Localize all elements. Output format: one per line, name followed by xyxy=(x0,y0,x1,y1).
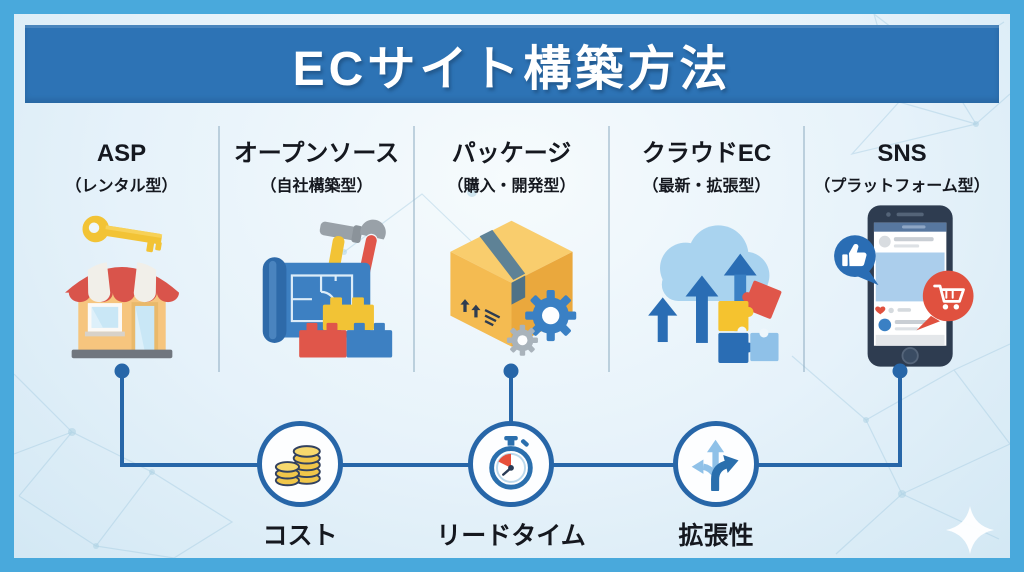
factor-circle xyxy=(673,421,759,507)
method-column-asp: ASP （レンタル型） xyxy=(25,126,220,372)
stopwatch-icon xyxy=(489,435,533,490)
method-column-cloudec: クラウドEC （最新・拡張型） xyxy=(610,126,805,372)
method-name: クラウドEC xyxy=(641,140,772,167)
puzzle-pieces xyxy=(718,280,782,364)
method-name: SNS xyxy=(877,140,927,167)
blueprint-tools-icon xyxy=(220,202,413,370)
store-body xyxy=(71,292,172,358)
method-subtitle: （自社構築型） xyxy=(260,177,373,195)
like-bubble xyxy=(834,234,879,285)
large-gear xyxy=(525,290,577,342)
cardboard-box xyxy=(450,220,573,347)
storefront-key-icon xyxy=(25,202,218,370)
factor-label: リードタイム xyxy=(436,522,586,550)
method-subtitle: （プラットフォーム型） xyxy=(814,177,990,195)
branching-arrows-icon xyxy=(691,439,739,491)
smartphone-social-icon xyxy=(805,202,999,370)
key-icon xyxy=(81,215,162,252)
page-title: ECサイト構築方法 xyxy=(292,43,732,96)
title-banner: ECサイト構築方法 xyxy=(25,25,999,103)
factor-leadtime: リードタイム xyxy=(426,421,596,552)
method-subtitle: （レンタル型） xyxy=(65,177,178,195)
method-name: パッケージ xyxy=(451,140,572,167)
method-column-opensource: オープンソース （自社構築型） xyxy=(220,126,415,372)
store-awning xyxy=(64,261,179,302)
factor-cost: コスト xyxy=(215,421,385,552)
lego-bricks xyxy=(299,297,393,358)
method-column-package: パッケージ （購入・開発型） xyxy=(415,126,610,372)
factor-label: コスト xyxy=(262,522,338,550)
methods-row: ASP （レンタル型） xyxy=(25,126,999,372)
package-box-gears-icon xyxy=(415,202,608,370)
method-name: オープンソース xyxy=(233,140,400,167)
method-column-sns: SNS （プラットフォーム型） xyxy=(805,126,999,372)
factor-extensibility: 拡張性 xyxy=(631,421,801,552)
method-subtitle: （購入・開発型） xyxy=(447,177,576,195)
cart-bubble xyxy=(916,270,974,330)
coins-icon xyxy=(274,445,321,487)
small-gear xyxy=(506,324,538,356)
factor-label: 拡張性 xyxy=(678,522,754,550)
method-subtitle: （最新・拡張型） xyxy=(642,177,771,195)
factor-circle xyxy=(257,421,343,507)
cloud-arrows-puzzle-icon xyxy=(610,202,803,370)
factor-circle xyxy=(468,421,554,507)
method-name: ASP xyxy=(96,140,147,167)
sparkle-icon xyxy=(946,506,994,554)
